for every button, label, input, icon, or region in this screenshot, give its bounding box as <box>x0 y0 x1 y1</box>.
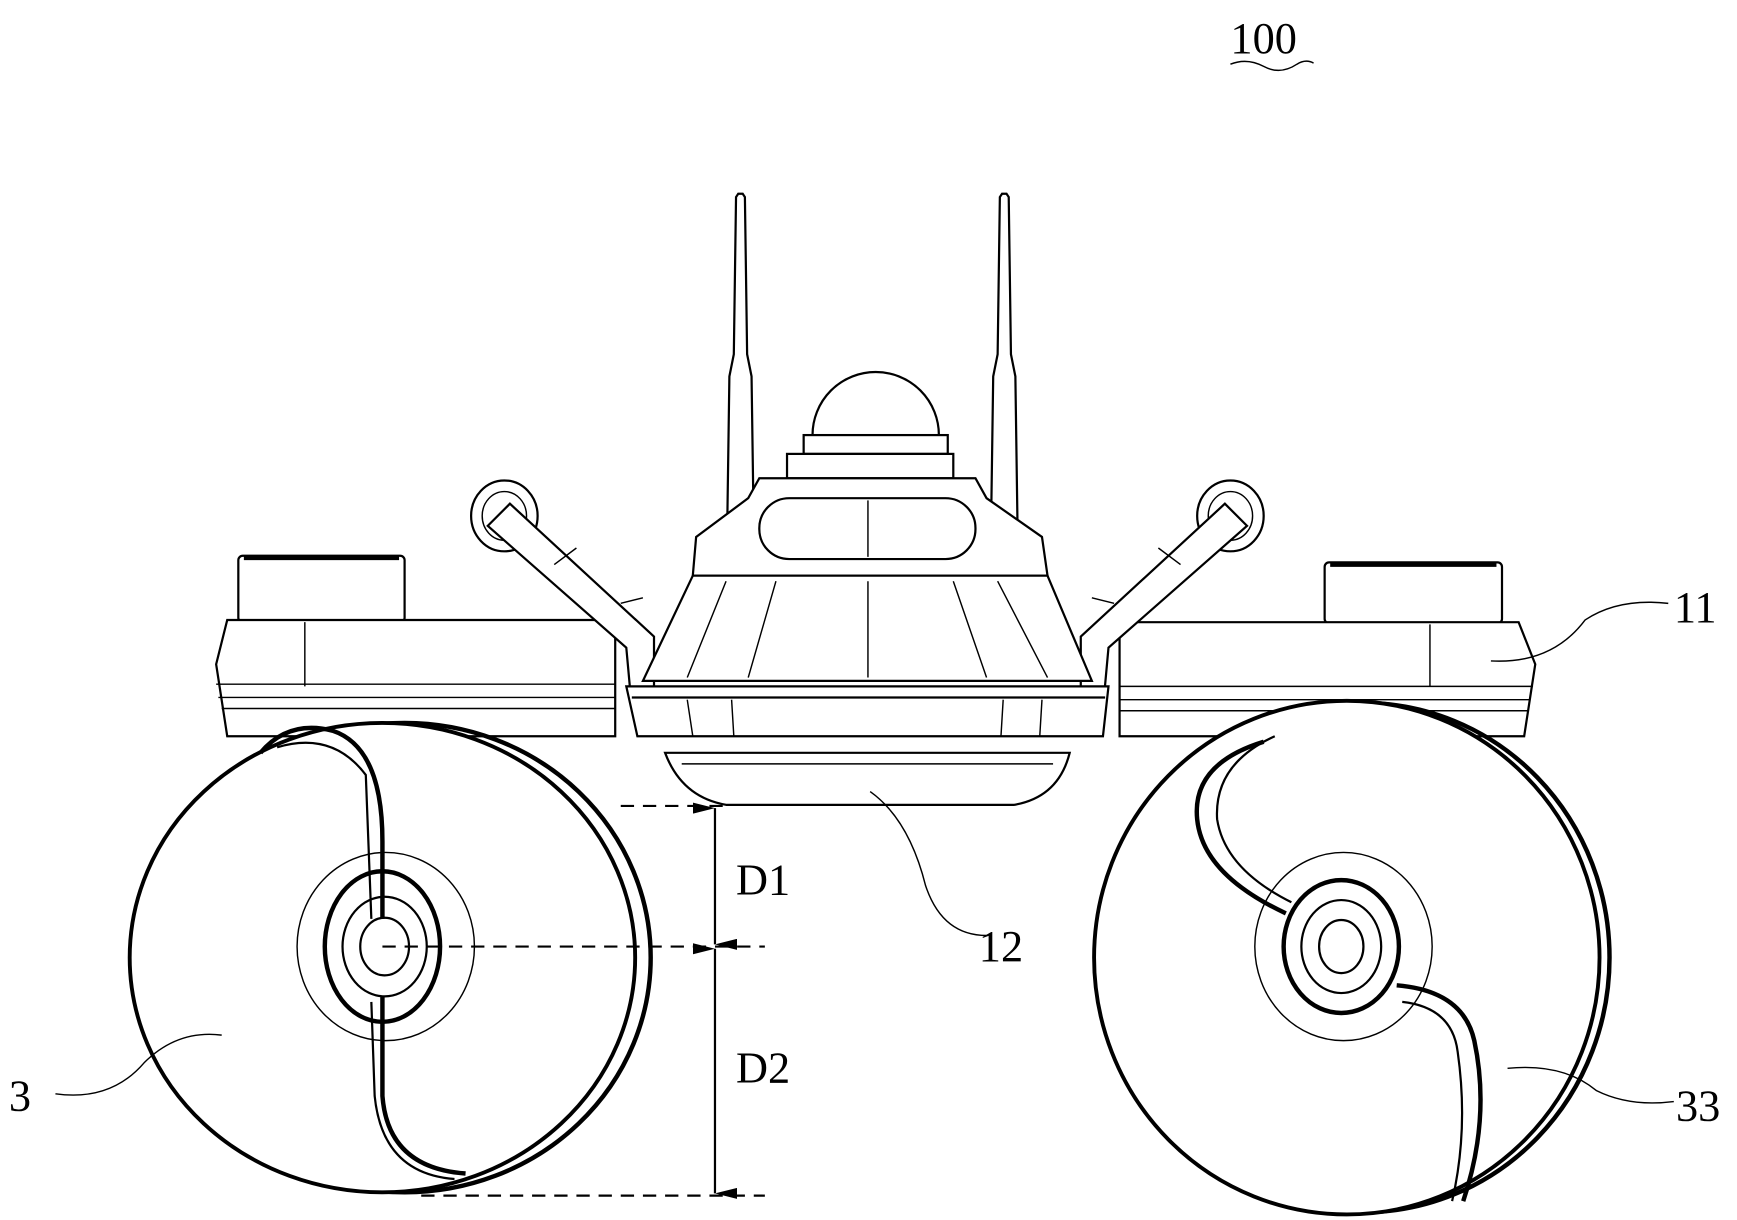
right-antenna <box>991 194 1018 532</box>
label-d1: D1 <box>736 856 790 905</box>
left-wheel <box>130 723 651 1192</box>
left-antenna <box>727 194 754 532</box>
label-33: 33 <box>1676 1081 1720 1130</box>
label-3: 3 <box>9 1071 31 1120</box>
bottom-part-12 <box>665 753 1070 805</box>
label-100: 100 <box>1230 14 1296 63</box>
right-wheel <box>1094 701 1609 1215</box>
label-12: 12 <box>979 922 1023 971</box>
label-d2: D2 <box>736 1044 790 1093</box>
label-11: 11 <box>1674 583 1717 632</box>
central-body <box>626 372 1108 736</box>
